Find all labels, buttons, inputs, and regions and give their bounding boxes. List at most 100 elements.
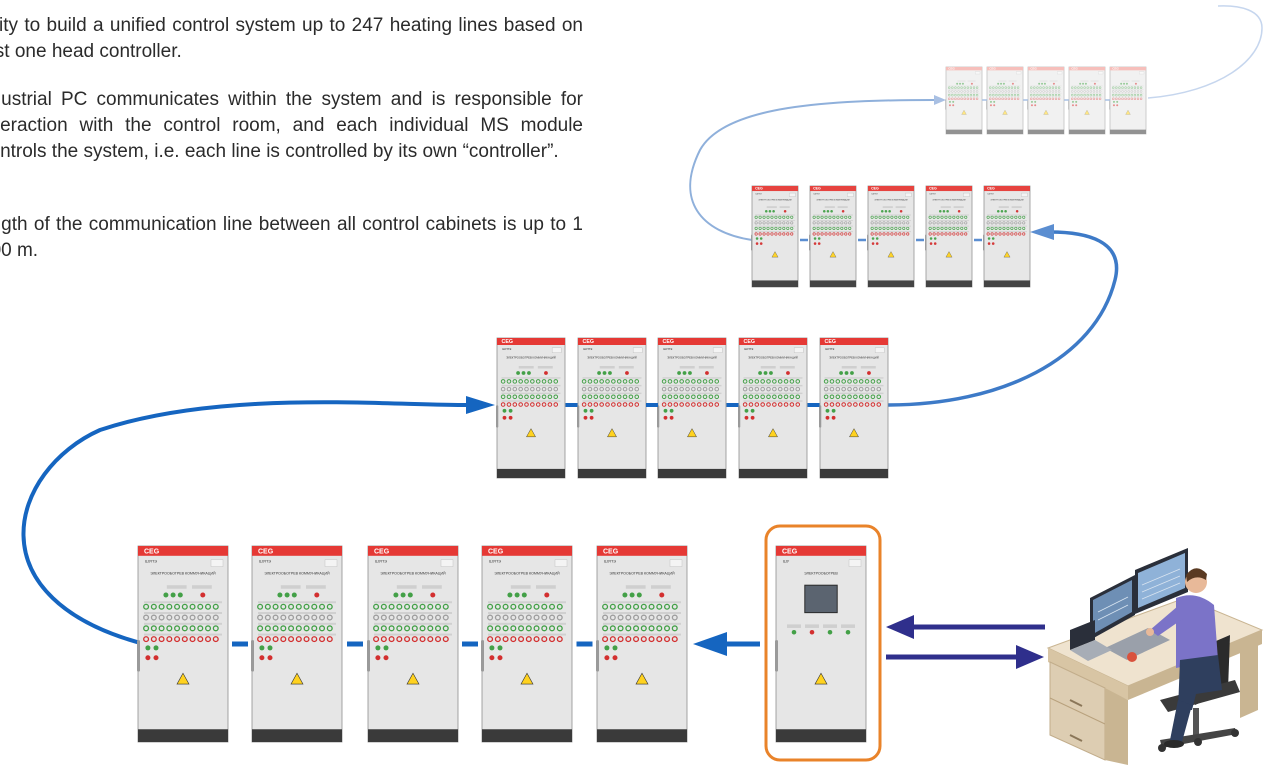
high-voltage-warning-icon [520, 672, 534, 685]
cabinet-tag: ШУПЭ [663, 347, 673, 351]
cabinet-tag: ШУПЭ [502, 347, 512, 351]
control-cabinet[interactable]: CEG ШУПЭ ЭЛЕКТРООБОГРЕВ КОММУНИКАЦИЙ [481, 545, 573, 743]
cabinet-brand-logo: CEG [929, 187, 937, 191]
cabinet-brand-logo: CEG [488, 548, 504, 555]
cabinet-brand-logo: CEG [755, 187, 763, 191]
high-voltage-warning-icon [1002, 109, 1008, 115]
cabinet-caption: ЭЛЕКТРООБОГРЕВ [804, 571, 838, 575]
cabinet-brand-logo: CEG [502, 339, 513, 345]
link-row3-to-row4 [689, 99, 936, 241]
control-cabinet[interactable]: CEG ШУПЭ ЭЛЕКТРООБОГРЕВ КОММУНИКАЦИЙ [496, 337, 566, 479]
cabinet-tag: ШУПЭ [489, 559, 501, 564]
operator-workstation-icon [1046, 548, 1264, 765]
cabinet-brand-logo: CEG [1071, 66, 1078, 70]
cabinet-caption: ЭЛЕКТРООБОГРЕВ КОММУНИКАЦИЙ [264, 571, 330, 575]
arrowhead-row2 [466, 396, 495, 414]
cabinet-caption: ЭЛЕКТРООБОГРЕВ КОММУНИКАЦИЙ [874, 199, 908, 202]
head-controller-cabinet[interactable]: CEG ШУ ЭЛЕКТРООБОГРЕВ [775, 545, 867, 743]
bullet-head-controller: bility to build a unified control system… [0, 13, 583, 65]
high-voltage-warning-icon [526, 428, 536, 438]
head-controller-highlight[interactable] [764, 524, 882, 762]
cabinet-brand-logo: CEG [782, 548, 798, 555]
link-row4-continuation [1147, 5, 1263, 99]
cabinet-tag: ШУПЭ [583, 347, 593, 351]
cabinet-brand-logo: CEG [989, 66, 996, 70]
control-cabinet[interactable]: CEG ШУПЭ ЭЛЕКТРООБОГРЕВ КОММУНИКАЦИЙ [137, 545, 229, 743]
cabinet-rows: CEG ШУПЭ ЭЛЕКТРООБОГРЕВ КОММУНИКАЦИЙ CEG ШУП… [137, 66, 1147, 743]
cabinet-tag: ШУПЭ [814, 194, 821, 196]
cabinet-tag: ШУПЭ [604, 559, 616, 564]
control-cabinet[interactable]: CEG ШУПЭ ЭЛЕКТРООБОГРЕВ КОММУНИКАЦИЙ [809, 185, 857, 288]
cabinet-brand-logo: CEG [813, 187, 821, 191]
control-cabinet[interactable]: CEG ШУПЭ ЭЛЕКТРООБОГРЕВ КОММУНИКАЦИЙ [925, 185, 973, 288]
high-voltage-warning-icon [406, 672, 420, 685]
control-cabinet[interactable]: CEG ШУПЭ ЭЛЕКТРООБОГРЕВ КОММУНИКАЦИЙ [867, 185, 915, 288]
cabinet-brand-logo: CEG [825, 339, 836, 345]
cabinet-brand-logo: CEG [663, 339, 674, 345]
high-voltage-warning-icon [1003, 251, 1011, 258]
cabinet-tag: ШУПЭ [375, 559, 387, 564]
control-cabinet[interactable]: CEG [945, 66, 983, 135]
cabinet-tag: ШУПЭ [825, 347, 835, 351]
control-cabinet[interactable]: CEG [986, 66, 1024, 135]
cabinet-brand-logo: CEG [374, 548, 390, 555]
bullet-text: bility to build a unified control system… [0, 15, 583, 62]
control-room-arrows [886, 615, 1045, 669]
cabinet-caption: ЭЛЕКТРООБОГРЕВ КОММУНИКАЦИЙ [932, 199, 966, 202]
cabinet-tag: ШУПЭ [930, 194, 937, 196]
cabinet-brand-logo: CEG [871, 187, 879, 191]
cabinet-tag: ШУПЭ [988, 194, 995, 196]
control-cabinet[interactable]: CEG [1068, 66, 1106, 135]
cabinet-tag: ШУПЭ [145, 559, 157, 564]
cabinet-caption: ЭЛЕКТРООБОГРЕВ КОММУНИКАЦИЙ [990, 199, 1024, 202]
high-voltage-warning-icon [768, 428, 778, 438]
control-cabinet[interactable]: CEG ШУПЭ ЭЛЕКТРООБОГРЕВ КОММУНИКАЦИЙ [751, 185, 799, 288]
high-voltage-warning-icon [176, 672, 190, 685]
high-voltage-warning-icon [814, 672, 828, 685]
cabinet-caption: ЭЛЕКТРООБОГРЕВ КОММУНИКАЦИЙ [494, 571, 560, 575]
high-voltage-warning-icon [771, 251, 779, 258]
control-cabinet[interactable]: CEG ШУПЭ ЭЛЕКТРООБОГРЕВ КОММУНИКАЦИЙ [819, 337, 889, 479]
cabinet-tag: ШУ [783, 559, 790, 564]
control-cabinet[interactable]: CEG [1027, 66, 1065, 135]
link-row1-to-row2 [21, 400, 469, 647]
cabinet-brand-logo: CEG [1030, 66, 1037, 70]
high-voltage-warning-icon [961, 109, 967, 115]
bullet-text: ndustrial PC communicates within the sys… [0, 89, 583, 162]
control-cabinet[interactable]: CEG [1109, 66, 1147, 135]
cabinet-brand-logo: CEG [144, 548, 160, 555]
cabinet-caption: ЭЛЕКТРООБОГРЕВ КОММУНИКАЦИЙ [829, 355, 878, 359]
cabinet-tag: ШУПЭ [756, 194, 763, 196]
high-voltage-warning-icon [1043, 109, 1049, 115]
arrowhead-row3 [1030, 224, 1054, 240]
cabinet-caption: ЭЛЕКТРООБОГРЕВ КОММУНИКАЦИЙ [506, 355, 555, 359]
arrow-to-operator-head [1016, 645, 1044, 669]
cabinet-caption: ЭЛЕКТРООБОГРЕВ КОММУНИКАЦИЙ [609, 571, 675, 575]
cabinet-caption: ЭЛЕКТРООБОГРЕВ КОММУНИКАЦИЙ [587, 355, 636, 359]
high-voltage-warning-icon [687, 428, 697, 438]
high-voltage-warning-icon [290, 672, 304, 685]
cabinet-caption: ЭЛЕКТРООБОГРЕВ КОММУНИКАЦИЙ [758, 199, 792, 202]
cabinet-caption: ЭЛЕКТРООБОГРЕВ КОММУНИКАЦИЙ [816, 199, 850, 202]
cabinet-brand-logo: CEG [1112, 66, 1119, 70]
high-voltage-warning-icon [887, 251, 895, 258]
cabinet-caption: ЭЛЕКТРООБОГРЕВ КОММУНИКАЦИЙ [150, 571, 216, 575]
cabinet-caption: ЭЛЕКТРООБОГРЕВ КОММУНИКАЦИЙ [748, 355, 797, 359]
high-voltage-warning-icon [1084, 109, 1090, 115]
high-voltage-warning-icon [829, 251, 837, 258]
arrowhead-row4 [934, 95, 946, 105]
connection-lines [21, 5, 1263, 656]
cabinet-tag: ШУПЭ [872, 194, 879, 196]
high-voltage-warning-icon [945, 251, 953, 258]
high-voltage-warning-icon [607, 428, 617, 438]
cabinet-brand-logo: CEG [258, 548, 274, 555]
link-row2-to-row3 [887, 230, 1119, 407]
